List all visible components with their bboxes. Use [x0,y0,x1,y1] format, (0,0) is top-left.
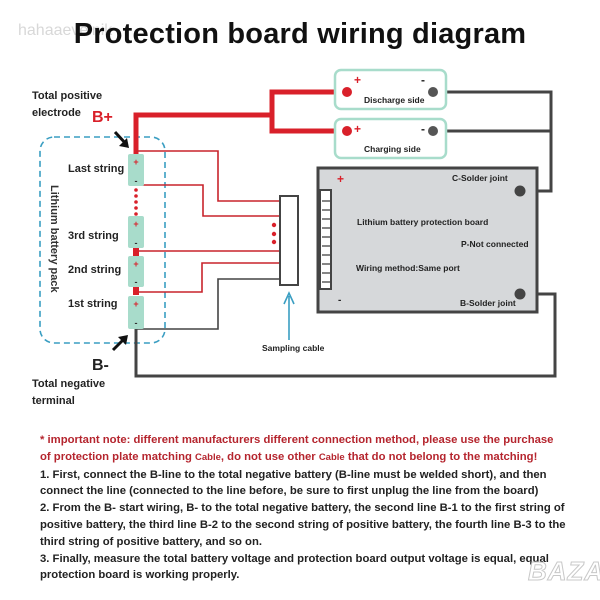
string-label-last: Last string [68,163,125,175]
c-solder-joint-label: C-Solder joint [452,173,508,183]
b-plus-label: B+ [92,109,113,126]
sampling-wire-1 [136,278,280,330]
sampling-arrow-icon [283,291,295,340]
charging-minus-sign: - [421,122,425,136]
discharge-side-label: Discharge side [364,95,425,105]
page-title: Protection board wiring diagram [73,18,527,50]
svg-text:+: + [133,299,138,309]
svg-text:-: - [135,277,138,287]
total-positive-label: Total positive electrode [32,90,103,119]
b-minus-label: B- [92,357,109,374]
board-name-label: Lithium battery protection board [357,217,489,227]
string-label-1: 1st string [68,298,118,310]
charging-plus-sign: + [354,122,362,136]
battery-cell-1: + - [128,296,144,329]
bazar-logo: BAZAR [528,556,600,587]
b-solder-joint [514,288,526,300]
step-1: 1. First, connect the B-line to the tota… [40,468,547,498]
wiring-diagram: + - + - + - + - [39,68,557,378]
watermark: hahaaevelnik [18,22,113,39]
cell-link [133,248,139,256]
sampling-wire-last-minus [136,184,280,217]
protection-board [316,166,539,314]
step-3: 3. Finally, measure the total battery vo… [40,552,549,582]
wiring-method-label: Wiring method:Same port [356,263,460,273]
instructions: * important note: different manufacturer… [40,432,580,584]
total-negative-label: Total negative terminal [32,378,106,407]
cell-link [133,287,139,295]
dotted-connector-plug [271,222,277,245]
svg-text:-: - [135,238,138,248]
dotted-connector-cells [134,188,138,216]
board-plus-sign: + [337,172,345,186]
c-solder-joint [514,185,526,197]
svg-text:-: - [135,318,138,328]
battery-cell-last: + - [128,154,144,186]
c-joint-wire [433,90,553,193]
battery-cell-2: + - [128,256,144,287]
sampling-cable-label: Sampling cable [262,343,325,353]
sampling-wire-b-last [136,150,280,202]
step-2: 2. From the B- start wiring, B- to the t… [40,502,566,548]
b-solder-joint-label: B-Solder joint [460,298,516,308]
b-plus-main-wire [133,89,347,155]
svg-text:+: + [133,157,138,167]
discharge-port-box [333,68,448,111]
sampling-wire-2 [136,262,280,293]
sampling-plug [279,195,299,286]
p-not-connected-label: P-Not connected [461,239,529,249]
important-note: * important note: different manufacturer… [40,434,554,463]
b-plus-charge-wire [269,115,347,134]
battery-pack-label: Lithium battery pack [48,185,60,293]
b-minus-main-wire [134,292,557,378]
string-label-2: 2nd string [68,264,122,276]
svg-text:-: - [135,176,138,186]
board-connector [319,189,332,290]
battery-cell-3: + - [128,216,144,248]
discharge-minus-sign: - [421,73,425,87]
string-label-3: 3rd string [68,230,119,242]
svg-text:+: + [133,259,138,269]
charging-side-label: Charging side [364,144,421,154]
svg-text:+: + [133,219,138,229]
charging-port-box [333,117,448,160]
board-minus-sign: - [338,295,342,306]
discharge-plus-sign: + [354,73,362,87]
